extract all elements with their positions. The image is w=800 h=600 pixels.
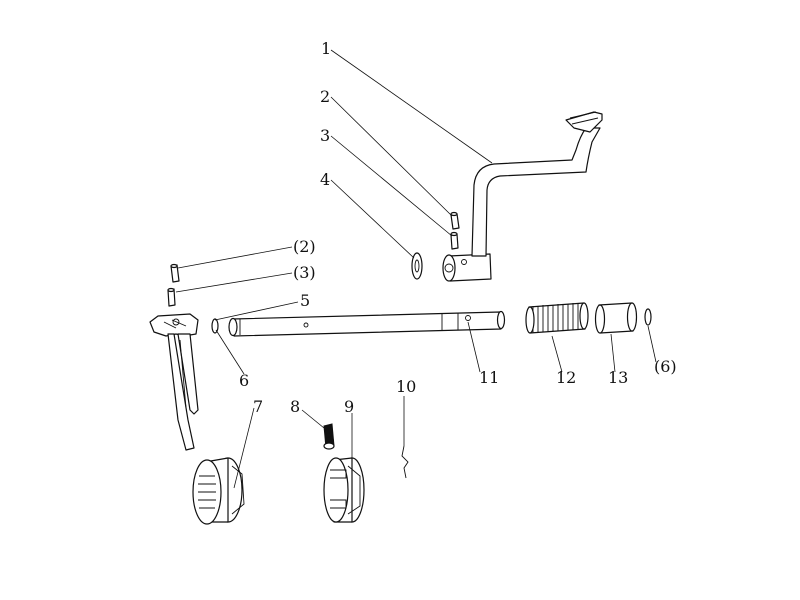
callout-3b: (3)	[293, 263, 316, 282]
callout-labels: 1 2 3 4 (2) (3) 5 6 7 8 9 10 11 12 13 (6…	[239, 39, 677, 416]
clip-part-5	[211, 318, 219, 334]
leader-2	[330, 96, 453, 217]
callout-6: 6	[239, 371, 249, 390]
callout-6b: (6)	[654, 357, 677, 376]
callout-7: 7	[253, 397, 263, 416]
pin-part-3-duplicate	[167, 287, 176, 307]
callout-9: 9	[344, 397, 354, 416]
pin-part-3	[450, 231, 459, 250]
leader-7	[233, 407, 255, 489]
leader-1	[330, 49, 493, 164]
circlip-part-6	[644, 308, 652, 326]
callout-3: 3	[320, 126, 330, 145]
leader-6b	[647, 325, 657, 363]
pin-part-2	[450, 211, 460, 230]
leader-12	[551, 335, 563, 373]
callout-10: 10	[396, 377, 416, 396]
callout-4: 4	[320, 170, 330, 189]
leader-3b	[175, 272, 293, 293]
spring-clip-part-10	[401, 445, 409, 479]
pin-part-2-duplicate	[170, 263, 180, 283]
ratchet-part-9	[323, 457, 365, 523]
leader-lines	[175, 49, 657, 489]
leader-2b	[177, 246, 293, 269]
callout-11: 11	[479, 368, 499, 387]
leader-5	[214, 301, 299, 321]
ratchet-gear-part-7	[192, 457, 245, 525]
shift-fork-part	[149, 313, 199, 451]
kick-lever-part	[442, 111, 603, 282]
leader-11	[467, 321, 481, 373]
callout-2b: (2)	[293, 237, 316, 256]
leader-8	[301, 409, 325, 429]
callout-2: 2	[320, 87, 330, 106]
callout-13: 13	[608, 368, 628, 387]
shaft-part-11	[228, 310, 506, 337]
callout-5: 5	[300, 291, 310, 310]
callout-12: 12	[556, 368, 576, 387]
callout-1: 1	[321, 39, 331, 58]
bolt-part-8	[323, 423, 335, 450]
spring-part-12	[525, 302, 589, 334]
callout-8: 8	[290, 397, 300, 416]
leader-6	[215, 329, 245, 375]
leader-3	[330, 135, 453, 237]
leader-4	[330, 179, 415, 259]
collar-part-13	[594, 302, 638, 334]
washer-part-4	[411, 252, 423, 280]
leader-13	[610, 333, 616, 373]
